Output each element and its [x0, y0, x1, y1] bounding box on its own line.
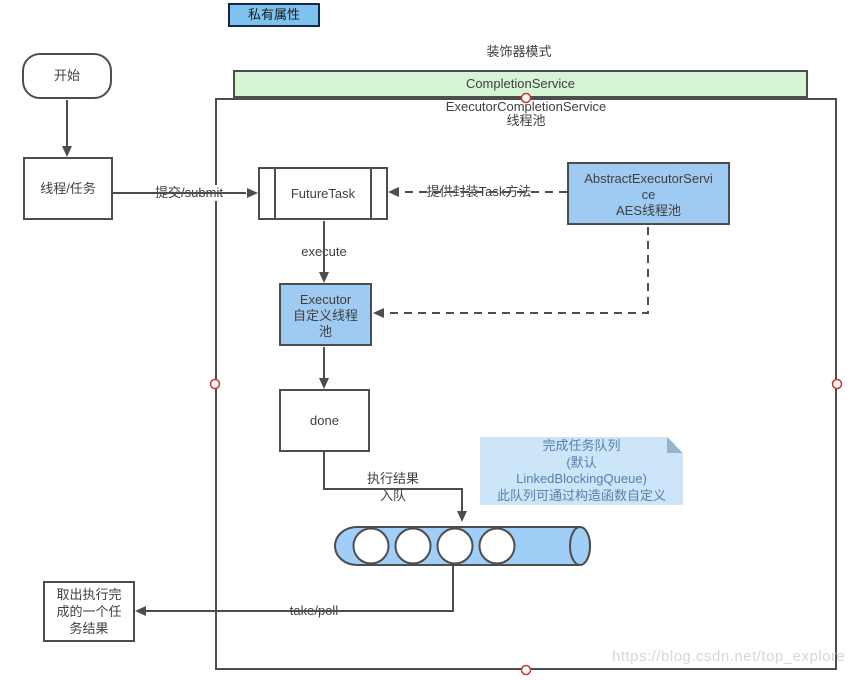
note-line: (默认: [566, 454, 597, 470]
arrowhead-down-icon: [457, 511, 467, 522]
retrieve-label-line: 取出执行完: [56, 587, 122, 602]
future-task-node: FutureTask: [258, 167, 388, 220]
abstract-executor-service-node: AbstractExecutorServi ce AES线程池: [567, 162, 730, 225]
aes-label-line: AES线程池: [615, 203, 681, 218]
thread-task-node: 线程/任务: [23, 157, 113, 220]
edge-aes-to-executor-dashed: [384, 227, 649, 314]
connection-point-top: [520, 92, 532, 104]
edge-label-enqueue: 执行结果 入队: [357, 470, 429, 504]
completion-service-bar: CompletionService: [233, 70, 808, 98]
arrowhead-down-icon: [319, 378, 329, 389]
arrowhead-left-icon: [373, 308, 384, 318]
container-title: ExecutorCompletionService 线程池: [400, 100, 652, 128]
container-subtitle-line: 线程池: [506, 113, 546, 128]
queue-end-cap: [569, 526, 591, 566]
retrieve-label-line: 务结果: [69, 621, 109, 636]
enqueue-label-line: 执行结果: [366, 471, 419, 486]
done-node: done: [279, 389, 370, 452]
enqueue-label-line: 入队: [379, 488, 406, 503]
arrowhead-right-icon: [247, 188, 258, 198]
edge-take-poll: [146, 566, 454, 612]
arrowhead-down-icon: [319, 272, 329, 283]
aes-label-line: ce: [641, 187, 656, 202]
arrowhead-left-icon: [135, 606, 146, 616]
queue-items: [352, 527, 516, 565]
queue-item-circle: [394, 527, 432, 565]
note-line: LinkedBlockingQueue): [516, 471, 647, 486]
queue-item-circle: [478, 527, 516, 565]
container-title-line: ExecutorCompletionService: [445, 99, 607, 114]
note-line: 完成任务队列: [542, 438, 621, 453]
executor-node: Executor 自定义线程 池: [279, 283, 372, 346]
note-line: 此队列可通过构造函数自定义: [496, 487, 666, 503]
completion-queue-shape: [334, 526, 591, 566]
connection-point-left: [209, 378, 221, 390]
aes-label-line: AbstractExecutorServi: [584, 171, 713, 186]
arrowhead-left-icon: [388, 187, 399, 197]
connection-point-bottom: [520, 664, 532, 676]
note-fold-corner-icon: [667, 437, 683, 453]
decorator-pattern-label: 装饰器模式: [486, 44, 552, 59]
arrowhead-down-icon: [62, 146, 72, 157]
private-attribute-badge: 私有属性: [228, 3, 320, 27]
executor-label-line: Executor: [299, 292, 352, 307]
connection-point-right: [831, 378, 843, 390]
executor-label-line: 自定义线程: [292, 308, 358, 323]
process-bar: [274, 169, 276, 218]
edge-enqueue: [323, 452, 463, 511]
queue-item-circle: [436, 527, 474, 565]
start-node: 开始: [22, 53, 112, 99]
completion-queue-note: 完成任务队列 (默认 LinkedBlockingQueue) 此队列可通过构造…: [480, 437, 683, 505]
future-task-label: FutureTask: [290, 186, 356, 201]
queue-item-circle: [352, 527, 390, 565]
executor-label-line: 池: [318, 324, 332, 339]
retrieve-result-node: 取出执行完 成的一个任 务结果: [43, 581, 135, 642]
watermark-text: https://blog.csdn.net/top_explore: [612, 648, 846, 665]
process-bar: [370, 169, 372, 218]
retrieve-label-line: 成的一个任: [56, 604, 122, 619]
